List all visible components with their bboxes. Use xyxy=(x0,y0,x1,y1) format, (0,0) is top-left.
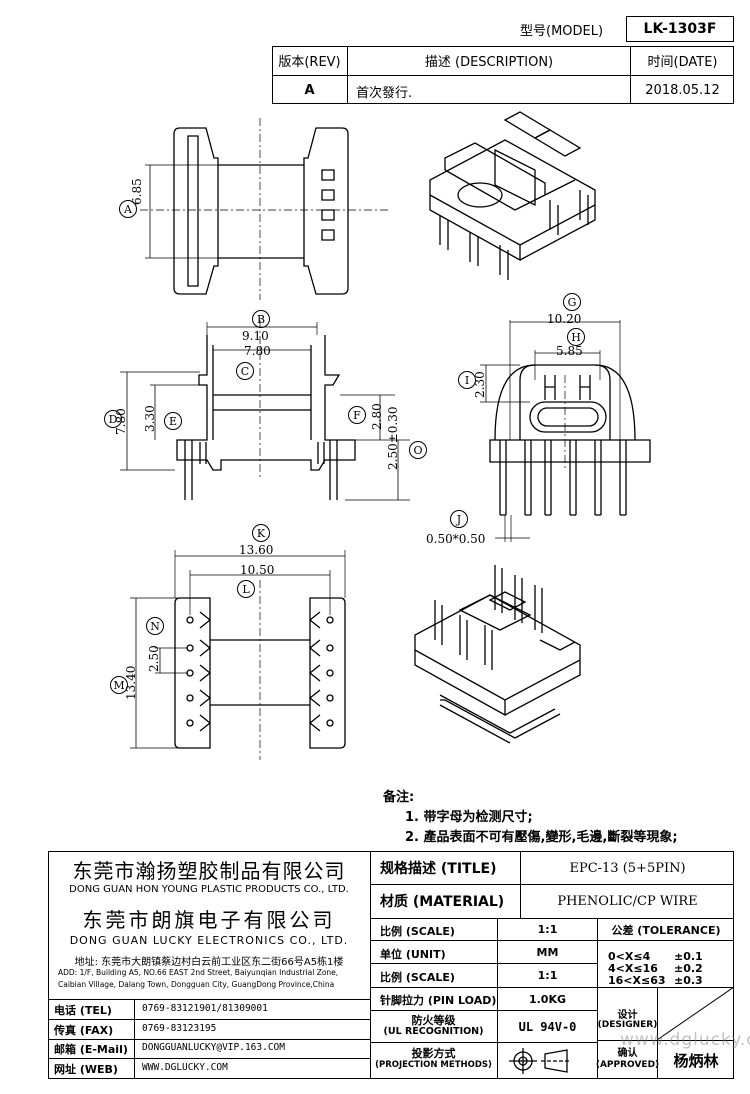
dim-label-N: N xyxy=(146,617,164,635)
dim-label-E: E xyxy=(164,412,182,430)
fire-label-1: 防火等级 xyxy=(411,1014,456,1027)
scale2-label: 比例 (SCALE) xyxy=(380,971,455,984)
dim-label-O: O xyxy=(409,441,427,459)
dim-value-H: 5.85 xyxy=(556,344,583,358)
dim-label-F: F xyxy=(348,406,366,424)
dim-value-A: 6.85 xyxy=(130,178,144,205)
dim-value-L: 10.50 xyxy=(240,563,275,577)
fire-value: UL 94V-0 xyxy=(518,1019,577,1034)
side-view xyxy=(480,320,651,542)
dim-label-D: D xyxy=(104,410,122,428)
unit-label: 单位 (UNIT) xyxy=(380,948,446,961)
fax-value: 0769-83123195 xyxy=(142,1023,217,1034)
dim-value-J: 0.50*0.50 xyxy=(426,532,486,546)
dim-value-G: 10.20 xyxy=(547,312,582,326)
rev-header: 版本(REV) xyxy=(278,55,341,70)
date-header: 时间(DATE) xyxy=(647,55,718,70)
web-label: 网址 (WEB) xyxy=(54,1063,118,1076)
dim-value-N: 2.50 xyxy=(147,645,161,672)
tol-range-2: 4<X≤16 xyxy=(608,962,658,975)
designer-label-2: (DESIGNER) xyxy=(597,1020,658,1030)
notes-line-1: 1. 带字母为检测尺寸; xyxy=(405,810,533,825)
dim-value-I: 2.30 xyxy=(473,371,487,398)
dim-label-L: L xyxy=(237,580,255,598)
scale-label: 比例 (SCALE) xyxy=(380,925,455,938)
title-label: 规格描述 (TITLE) xyxy=(380,861,497,877)
dim-value-O: 2.50±0.30 xyxy=(386,406,400,471)
mail-value[interactable]: DONGGUANLUCKY@VIP.163.COM xyxy=(142,1042,285,1053)
company-en-1: DONG GUAN HON YOUNG PLASTIC PRODUCTS CO.… xyxy=(69,884,349,895)
title-value: EPC-13 (5+5PIN) xyxy=(569,860,686,876)
desc-value: 首次發行. xyxy=(356,86,413,101)
mail-label: 邮箱 (E-Mail) xyxy=(54,1043,128,1056)
tel-value: 0769-83121901/81309001 xyxy=(142,1003,268,1014)
tolerance-label: 公差 (TOLERANCE) xyxy=(611,923,721,937)
dim-label-H: H xyxy=(567,328,585,346)
unit-value: MM xyxy=(536,945,559,959)
iso-view-top xyxy=(429,111,596,280)
address-en-1: ADD: 1/F, Building A5, NO.66 EAST 2nd St… xyxy=(58,968,339,977)
projection-label-2: (PROJECTION METHODS) xyxy=(375,1060,492,1070)
dim-value-E: 3.30 xyxy=(143,405,157,432)
approved-label-2: (APPROVED) xyxy=(595,1060,660,1070)
date-value: 2018.05.12 xyxy=(645,82,720,98)
dim-label-G: G xyxy=(563,293,581,311)
notes-line-2: 2. 產品表面不可有壓傷,變形,毛邊,斷裂等現象; xyxy=(405,830,678,845)
dim-value-B: 9.10 xyxy=(242,329,269,343)
pin-load-label: 针脚拉力 (PIN LOAD) xyxy=(380,994,497,1007)
iso-view-bottom xyxy=(414,565,581,744)
dim-value-D: 7.80 xyxy=(114,408,128,435)
dim-label-J: J xyxy=(450,510,468,528)
dim-value-F: 2.80 xyxy=(370,403,384,430)
tol-value-2: ±0.2 xyxy=(674,962,703,975)
projection-label-1: 投影方式 xyxy=(411,1047,456,1060)
scale2-value: 1:1 xyxy=(537,969,558,982)
fire-label-2: (UL RECOGNITION) xyxy=(383,1026,484,1037)
technical-drawing xyxy=(120,111,651,760)
dim-value-C: 7.80 xyxy=(244,344,271,358)
company-en-2: DONG GUAN LUCKY ELECTRONICS CO., LTD. xyxy=(69,934,349,947)
pin-load-value: 1.0KG xyxy=(528,992,567,1006)
title-block xyxy=(48,851,734,1079)
address-cn: 地址: 东莞市大朗镇蔡边村白云前工业区东二街66号A5栋1楼 xyxy=(74,957,344,968)
designer-label-1: 设计 xyxy=(617,1010,638,1021)
model-label: 型号(MODEL) xyxy=(520,24,604,39)
bottom-view xyxy=(130,550,346,760)
tol-range-1: 0<X≤4 xyxy=(608,950,651,963)
company-cn-2: 东莞市朗旗电子有限公司 xyxy=(82,908,336,932)
dim-label-I: I xyxy=(458,371,476,389)
web-value[interactable]: WWW.DGLUCKY.COM xyxy=(142,1062,228,1073)
address-en-2: Caibian Village, Dalang Town, Dongguan C… xyxy=(58,980,335,989)
watermark: www.dglucky.com xyxy=(620,1030,750,1050)
material-label: 材质 (MATERIAL) xyxy=(380,894,505,910)
tel-label: 电话 (TEL) xyxy=(54,1004,112,1017)
projection-symbol-icon xyxy=(509,1048,571,1074)
rev-value: A xyxy=(304,82,315,98)
dim-label-C: C xyxy=(236,362,254,380)
dim-value-K: 13.60 xyxy=(239,543,274,557)
designer-diagonal xyxy=(657,987,734,1040)
approved-label-1: 确认 xyxy=(617,1048,638,1059)
approved-value: 杨炳林 xyxy=(673,1051,719,1070)
company-cn-1: 东莞市瀚扬塑胶制品有限公司 xyxy=(72,859,346,883)
dim-label-K: K xyxy=(252,524,270,542)
tol-value-3: ±0.3 xyxy=(674,974,703,987)
desc-header: 描述 (DESCRIPTION) xyxy=(424,55,554,70)
front-view xyxy=(120,320,410,501)
tol-value-1: ±0.1 xyxy=(674,950,703,963)
scale-value: 1:1 xyxy=(537,923,558,936)
dim-label-B: B xyxy=(252,310,270,328)
dim-label-M: M xyxy=(110,676,128,694)
top-view xyxy=(140,118,390,300)
material-value: PHENOLIC/CP WIRE xyxy=(557,893,698,909)
fax-label: 传真 (FAX) xyxy=(54,1024,114,1037)
model-value: LK-1303F xyxy=(626,16,734,42)
notes-title: 备注: xyxy=(383,790,415,805)
tol-range-3: 16<X≤63 xyxy=(608,974,666,987)
dim-value-M: 13.40 xyxy=(124,665,138,700)
dim-label-A: A xyxy=(119,200,137,218)
